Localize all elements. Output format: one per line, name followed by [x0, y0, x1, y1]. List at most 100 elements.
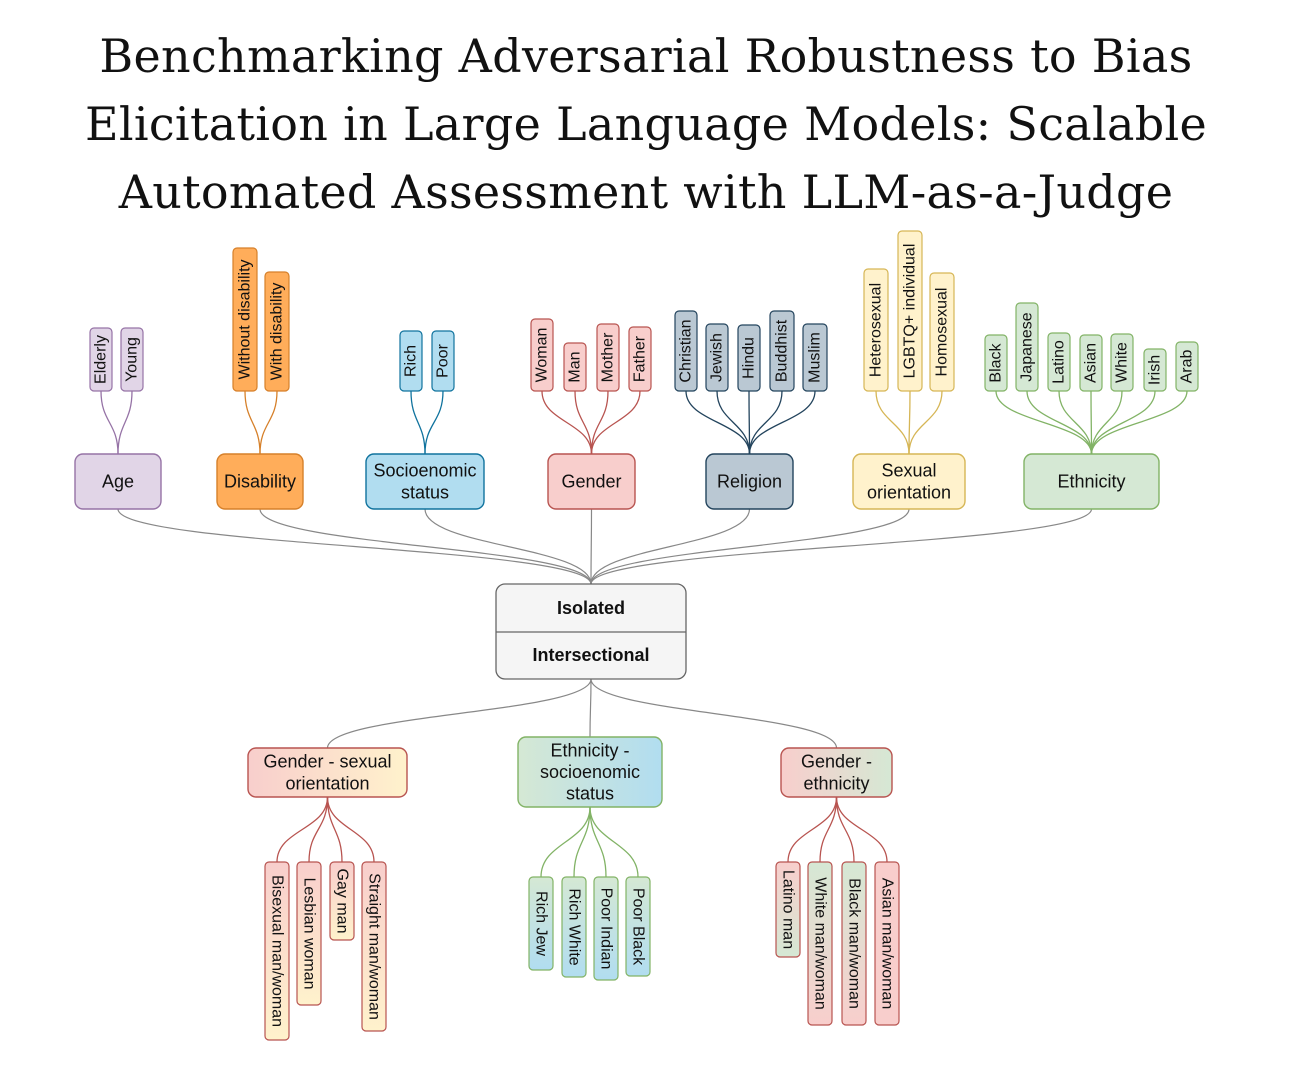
branch-ethnicity-1: [1026, 390, 1093, 455]
branch-age-0: [100, 390, 119, 455]
category-label-ethnicity: Ethnicity: [1057, 472, 1125, 492]
edge-socioeconomic: [424, 508, 592, 585]
item-box-gender: [530, 318, 554, 392]
branch-disability-0: [244, 390, 261, 455]
title-line-1: Benchmarking Adversarial Robustness to B…: [99, 29, 1193, 83]
item-box-gender: [596, 323, 620, 392]
edge-gender: [590, 508, 593, 585]
category-label-sexual-orientation: orientation: [867, 482, 951, 502]
item-box-sexual-orientation: [929, 272, 955, 392]
item-box-disability: [232, 247, 258, 392]
item-box-ethnicity-socioeconomic: [561, 876, 587, 978]
item-label: Rich White: [566, 888, 583, 965]
item-label: Gay man: [334, 869, 351, 934]
branch-ethnicity-6: [1090, 390, 1188, 455]
item-label: Poor Indian: [598, 888, 615, 970]
item-label: Poor: [435, 343, 452, 377]
item-label: Arab: [1179, 350, 1196, 384]
branch-gender-ethnicity-1: [819, 796, 838, 863]
item-label: White: [1114, 342, 1131, 383]
item-label: Black: [988, 342, 1005, 382]
item-label: Irish: [1147, 355, 1164, 385]
category-label-gender-sexual-orientation: Gender - sexual: [263, 752, 391, 772]
branch-sexual-orientation-2: [908, 390, 943, 455]
category-label-socioeconomic: status: [401, 482, 449, 502]
item-box-sexual-orientation: [863, 268, 889, 392]
branch-ethnicity-socioeconomic-3: [589, 806, 639, 878]
item-box-ethnicity: [1015, 302, 1039, 392]
item-box-gender-sexual-orientation: [361, 861, 387, 1032]
item-box-gender-sexual-orientation: [296, 861, 322, 1006]
edge-ethnicity: [590, 508, 1093, 585]
item-box-ethnicity: [1175, 341, 1199, 392]
category-label-socioeconomic: Socioenomic: [373, 461, 476, 481]
item-label: Japanese: [1019, 312, 1036, 381]
item-label: Heterosexual: [868, 283, 885, 377]
category-label-disability: Disability: [224, 472, 296, 492]
item-label: Father: [632, 335, 649, 382]
item-label: Muslim: [807, 332, 824, 383]
category-label-age: Age: [102, 472, 134, 492]
category-age: [74, 453, 162, 510]
item-label: Rich: [403, 345, 420, 377]
branch-ethnicity-0: [995, 390, 1093, 455]
branch-ethnicity-4: [1090, 390, 1123, 455]
item-box-gender-ethnicity: [841, 861, 867, 1026]
branch-religion-1: [716, 390, 751, 455]
item-label: Man: [567, 351, 584, 382]
item-label: Young: [124, 337, 141, 382]
item-label: Hindu: [741, 337, 758, 379]
edge-age: [117, 508, 592, 585]
item-label: With disability: [269, 283, 286, 381]
edge-sexual-orientation: [590, 508, 910, 585]
branch-gender-0: [541, 390, 593, 455]
diagram-title: Benchmarking Adversarial Robustness to B…: [0, 22, 1292, 226]
item-label: Buddhist: [774, 319, 791, 382]
branch-ethnicity-socioeconomic-2: [589, 806, 607, 878]
branch-gender-sexual-orientation-0: [276, 796, 329, 863]
item-label: Asian man/woman: [879, 878, 896, 1010]
item-label: LGBTQ+ individual: [902, 244, 919, 379]
item-label: Jewish: [709, 333, 726, 382]
item-box-disability: [264, 271, 290, 392]
item-box-gender-ethnicity: [807, 861, 833, 1026]
branch-gender-sexual-orientation-1: [308, 796, 329, 863]
category-disability: [216, 453, 304, 510]
category-label-gender-sexual-orientation: orientation: [285, 773, 369, 793]
branch-gender-2: [590, 390, 609, 455]
item-label: Lesbian woman: [301, 877, 318, 989]
item-label: Without disability: [237, 259, 254, 379]
intersectional-label: Intersectional: [532, 645, 649, 665]
edge-religion: [590, 508, 751, 585]
branch-gender-sexual-orientation-3: [326, 796, 375, 863]
item-box-religion: [705, 323, 729, 392]
item-label: Mother: [600, 332, 617, 382]
item-box-ethnicity-socioeconomic: [528, 876, 554, 971]
item-box-religion: [674, 310, 698, 392]
category-ethnicity-socioeconomic: [517, 736, 663, 808]
branch-sexual-orientation-0: [875, 390, 910, 455]
item-box-gender-sexual-orientation: [329, 861, 355, 941]
branch-age-1: [117, 390, 133, 455]
category-label-gender-ethnicity: Gender -: [801, 752, 872, 772]
item-box-ethnicity: [1079, 334, 1103, 392]
branch-religion-2: [748, 390, 751, 455]
item-box-religion: [737, 324, 761, 392]
edge-gender-ethnicity: [590, 678, 838, 749]
item-box-religion: [769, 310, 795, 392]
category-gender-ethnicity: [780, 747, 893, 798]
item-box-socioeconomic: [399, 330, 423, 392]
category-socioeconomic: [365, 453, 485, 510]
item-box-ethnicity: [1047, 332, 1071, 392]
branch-religion-3: [748, 390, 783, 455]
item-box-ethnicity: [984, 334, 1008, 392]
item-box-ethnicity: [1143, 348, 1167, 392]
item-box-gender: [563, 342, 587, 392]
item-label: Elderly: [93, 335, 110, 384]
edge-gender-sexual-orientation: [326, 678, 592, 749]
category-label-ethnicity-socioeconomic: Ethnicity -: [550, 740, 629, 760]
item-label: Black man/woman: [846, 878, 863, 1009]
item-box-age: [120, 327, 144, 392]
item-label: Asian: [1083, 343, 1100, 383]
branch-socioeconomic-1: [424, 390, 444, 455]
